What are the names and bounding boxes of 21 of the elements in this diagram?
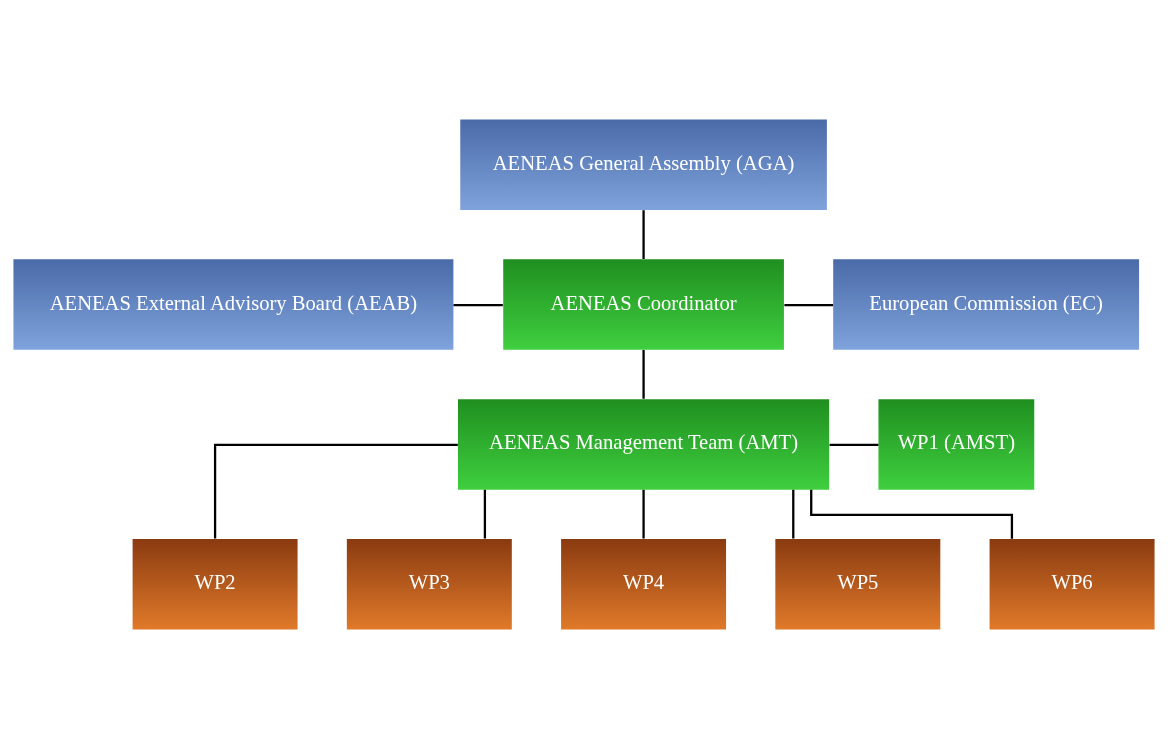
connector	[642, 210, 645, 259]
connector	[829, 443, 879, 447]
node-box: WP2	[132, 538, 298, 630]
connector	[784, 304, 834, 307]
node-box: European Commission (EC)	[833, 259, 1140, 350]
connector	[810, 489, 1014, 539]
connector	[453, 304, 503, 307]
node-box: AENEAS General Assembly (AGA)	[460, 119, 827, 211]
node-box: AENEAS External Advisory Board (AEAB)	[13, 259, 454, 350]
connector	[213, 443, 458, 539]
node-box: AENEAS Management Team (AMT)	[457, 399, 830, 490]
connector	[642, 350, 645, 399]
node-box: WP6	[989, 538, 1155, 630]
node-box: WP3	[346, 538, 512, 630]
node-box: WP4	[561, 538, 727, 630]
connector	[642, 489, 645, 539]
connector	[483, 489, 487, 539]
node-box: WP1 (AMST)	[878, 399, 1035, 490]
node-box: AENEAS Coordinator	[503, 259, 784, 350]
node-box: WP5	[775, 538, 941, 630]
connector	[792, 489, 795, 539]
